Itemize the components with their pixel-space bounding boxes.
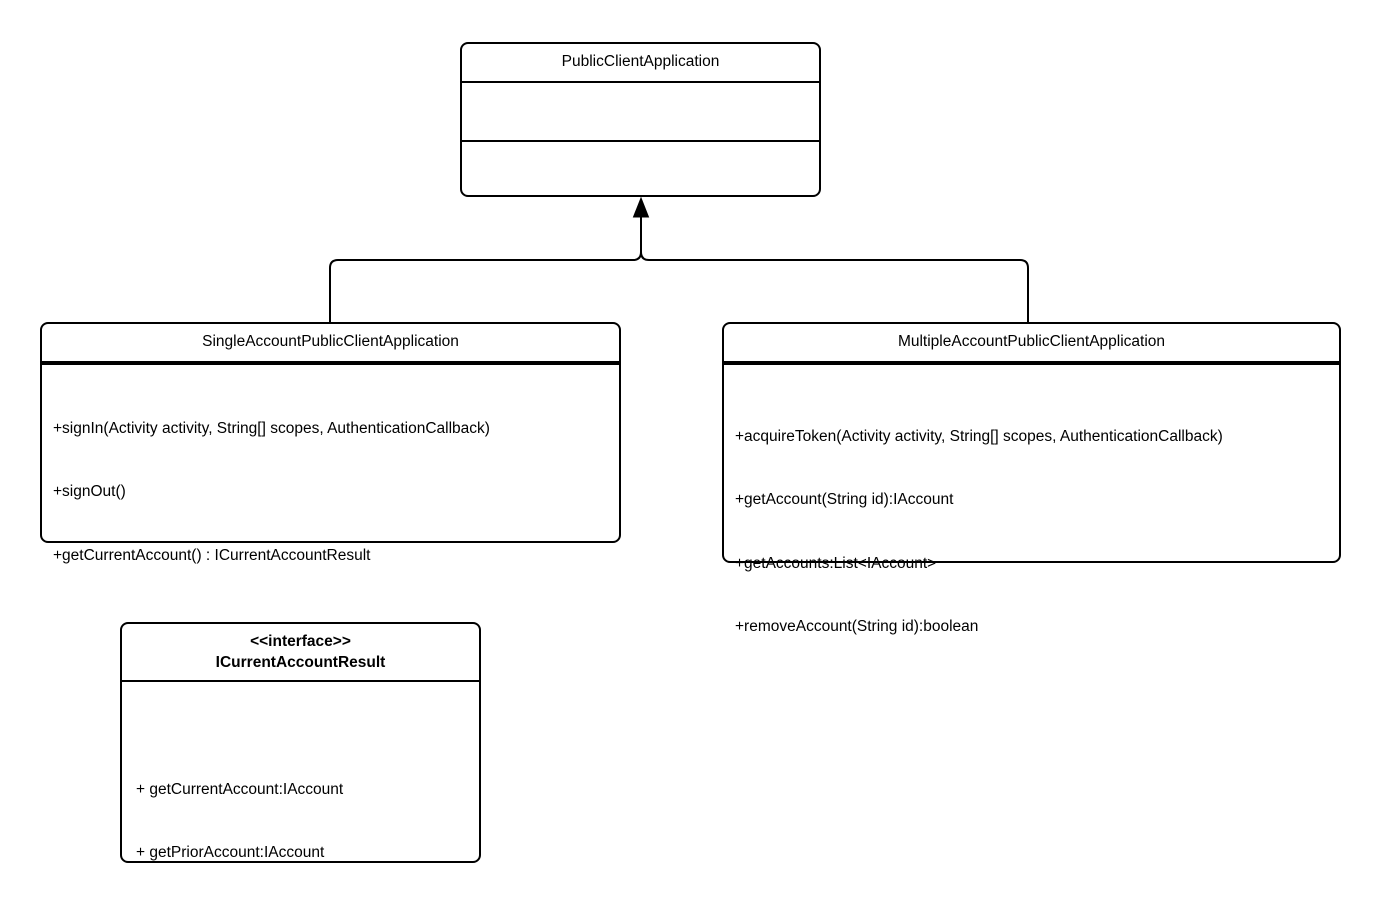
methods-compartment: +signIn(Activity activity, String[] scop…: [42, 363, 619, 608]
interface-header: <<interface>> ICurrentAccountResult: [122, 624, 479, 680]
attributes-compartment: [42, 361, 619, 363]
member-getcurrentaccount: + getCurrentAccount:IAccount: [136, 780, 344, 798]
class-title: MultipleAccountPublicClientApplication: [897, 333, 1166, 351]
class-box-multipleaccountpublicclientapplication[interactable]: MultipleAccountPublicClientApplication +…: [722, 322, 1341, 635]
attributes-compartment: [462, 81, 819, 140]
class-box-singleaccountpublicclientapplication[interactable]: SingleAccountPublicClientApplication +si…: [40, 322, 621, 564]
interface-title: ICurrentAccountResult: [215, 654, 386, 671]
class-box-icurrentaccountresult[interactable]: <<interface>> ICurrentAccountResult + ge…: [120, 622, 481, 863]
connector-left-branch[interactable]: [329, 214, 642, 324]
members-compartment: + getCurrentAccount:IAccount + getPriorA…: [122, 680, 479, 903]
method-getcurrentaccount: +getCurrentAccount() : ICurrentAccountRe…: [53, 546, 371, 564]
methods-compartment: +acquireToken(Activity activity, String[…: [724, 363, 1339, 679]
class-box-publicclientapplication[interactable]: PublicClientApplication: [460, 42, 821, 197]
generalization-arrow-head: [632, 196, 650, 218]
method-removeaccount: +removeAccount(String id):boolean: [735, 617, 979, 635]
method-signout: +signOut(): [53, 483, 126, 501]
method-acquiretoken: +acquireToken(Activity activity, String[…: [735, 427, 1223, 445]
class-title: SingleAccountPublicClientApplication: [202, 333, 459, 351]
methods-compartment: [462, 140, 819, 195]
method-signin: +signIn(Activity activity, String[] scop…: [53, 419, 490, 437]
method-getaccount: +getAccount(String id):IAccount: [735, 491, 954, 509]
method-getaccounts: +getAccounts:List<IAccount>: [735, 554, 937, 572]
class-title: PublicClientApplication: [561, 53, 720, 71]
interface-stereotype: <<interface>>: [250, 633, 351, 650]
attributes-compartment: [724, 361, 1339, 363]
connector-right-branch[interactable]: [639, 250, 1029, 324]
member-getprioraccount: + getPriorAccount:IAccount: [136, 844, 325, 862]
